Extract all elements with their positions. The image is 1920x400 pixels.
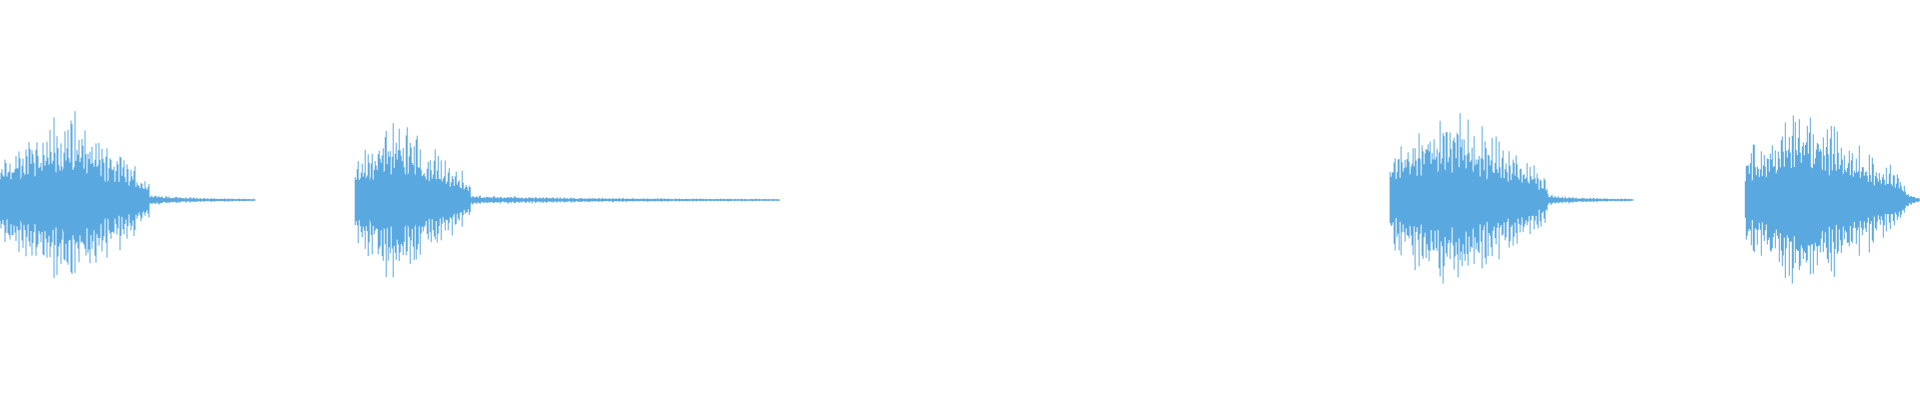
- waveform-core-clip-3: [1390, 164, 1633, 236]
- waveform-core-clip-4: [1745, 163, 1920, 237]
- waveform-core-clip-2: [355, 167, 780, 233]
- waveform-clips: [0, 111, 1920, 284]
- waveform-core-clip-1: [0, 164, 254, 236]
